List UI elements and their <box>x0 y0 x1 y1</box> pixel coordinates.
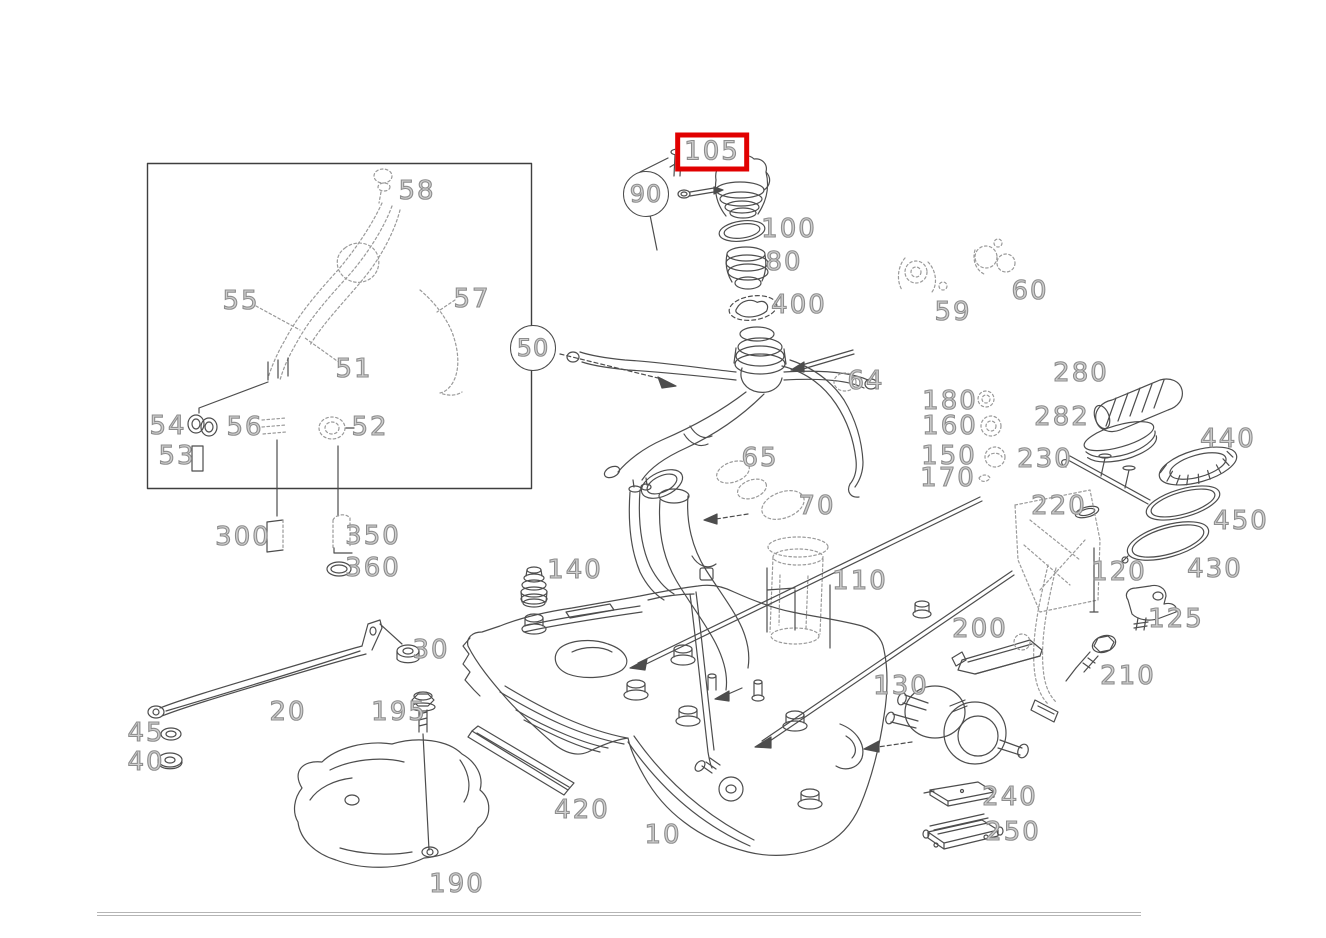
part-label-125[interactable]: 125 <box>1148 604 1204 634</box>
part-label-360[interactable]: 360 <box>345 553 401 583</box>
part-label-300[interactable]: 300 <box>215 522 271 552</box>
part-label-170[interactable]: 170 <box>920 463 976 493</box>
part-label-140[interactable]: 140 <box>547 555 603 585</box>
fuel-pump-drawing <box>766 536 831 649</box>
part-label-45[interactable]: 45 <box>127 718 165 748</box>
tank-strap-drawing <box>147 619 420 770</box>
filter-bracket-drawing <box>951 633 1117 682</box>
part-label-80[interactable]: 80 <box>765 247 803 277</box>
part-label-280[interactable]: 280 <box>1053 358 1109 388</box>
part-label-60[interactable]: 60 <box>1011 276 1049 306</box>
part-label-130[interactable]: 130 <box>873 671 929 701</box>
inset-small-parts-drawing <box>187 357 355 577</box>
sender-module-drawing <box>1014 489 1177 723</box>
part-label-52[interactable]: 52 <box>351 412 389 442</box>
part-label-240[interactable]: 240 <box>982 782 1038 812</box>
part-label-282[interactable]: 282 <box>1034 402 1090 432</box>
part-label-150[interactable]: 150 <box>921 441 977 471</box>
heat-shield-drawing <box>293 691 490 868</box>
seal-parts-drawing <box>977 390 1006 482</box>
part-label-220[interactable]: 220 <box>1031 491 1087 521</box>
part-label-120[interactable]: 120 <box>1091 557 1147 587</box>
part-label-350[interactable]: 350 <box>345 521 401 551</box>
part-label-10[interactable]: 10 <box>644 820 682 850</box>
part-label-53[interactable]: 53 <box>158 441 196 471</box>
part-label-58[interactable]: 58 <box>398 176 436 206</box>
part-label-20[interactable]: 20 <box>269 697 307 727</box>
part-label-57[interactable]: 57 <box>453 284 491 314</box>
part-label-65[interactable]: 65 <box>741 443 779 473</box>
part-label-55[interactable]: 55 <box>222 286 260 316</box>
part-label-54[interactable]: 54 <box>149 411 187 441</box>
part-label-64[interactable]: 64 <box>847 366 885 396</box>
footer-divider <box>97 912 1141 916</box>
part-label-250[interactable]: 250 <box>985 817 1041 847</box>
part-label-200[interactable]: 200 <box>952 614 1008 644</box>
part-label-190[interactable]: 190 <box>429 869 485 899</box>
part-label-30[interactable]: 30 <box>412 635 450 665</box>
part-label-420[interactable]: 420 <box>554 795 610 825</box>
part-label-50[interactable]: 50 <box>510 325 556 371</box>
tank-grommets <box>521 600 932 810</box>
part-label-51[interactable]: 51 <box>335 354 373 384</box>
part-label-100[interactable]: 100 <box>761 214 817 244</box>
part-label-110[interactable]: 110 <box>832 566 888 596</box>
fuel-tank-drawing <box>462 496 1015 856</box>
filler-neck-drawing <box>559 337 878 691</box>
tank-seal-rings-drawing <box>1061 378 1238 564</box>
part-label-195[interactable]: 195 <box>371 697 427 727</box>
part-label-90[interactable]: 90 <box>623 171 669 217</box>
sill-strip-drawing <box>467 725 575 796</box>
fuel-filter-drawing <box>885 685 1029 850</box>
part-label-430[interactable]: 430 <box>1187 554 1243 584</box>
vent-valves-drawing <box>897 238 1016 293</box>
part-label-105[interactable]: 105 <box>675 132 749 172</box>
part-label-56[interactable]: 56 <box>226 412 264 442</box>
part-label-440[interactable]: 440 <box>1200 424 1256 454</box>
vent-bellows-drawing <box>520 566 548 608</box>
part-label-230[interactable]: 230 <box>1017 444 1073 474</box>
part-label-180[interactable]: 180 <box>922 386 978 416</box>
part-label-59[interactable]: 59 <box>934 297 972 327</box>
part-label-210[interactable]: 210 <box>1100 661 1156 691</box>
part-label-70[interactable]: 70 <box>798 491 836 521</box>
part-label-400[interactable]: 400 <box>771 290 827 320</box>
part-label-450[interactable]: 450 <box>1213 506 1269 536</box>
part-label-160[interactable]: 160 <box>922 411 978 441</box>
part-label-40[interactable]: 40 <box>127 747 165 777</box>
